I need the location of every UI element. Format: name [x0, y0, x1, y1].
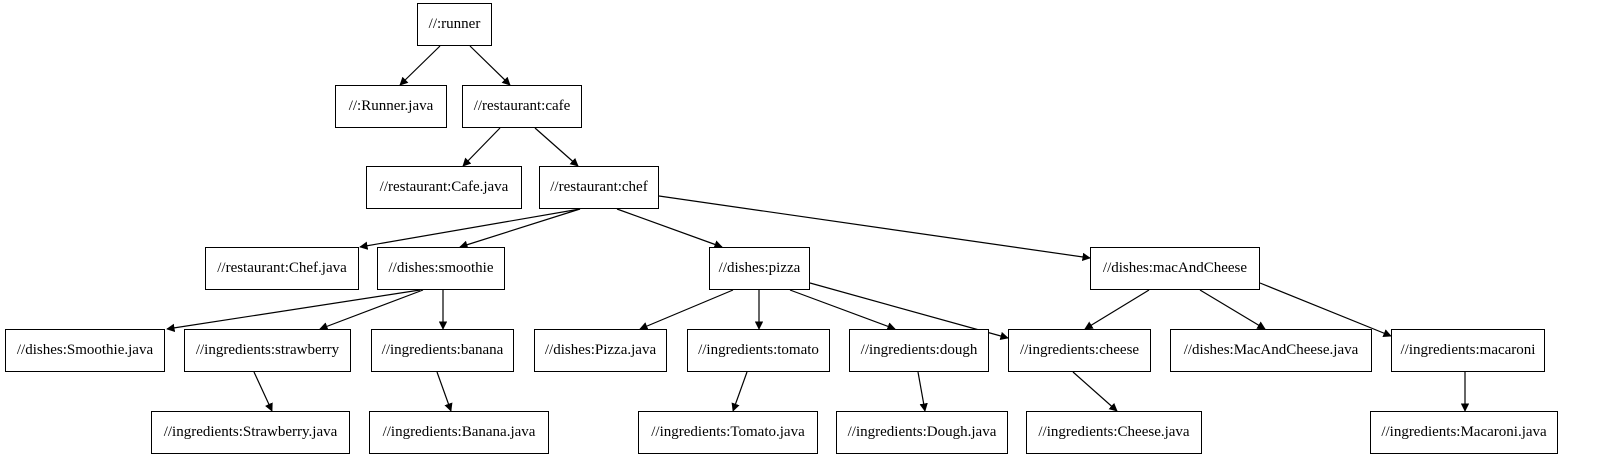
graph-node-label: //ingredients:banana [381, 342, 504, 358]
graph-node-dishes_pizza[interactable]: //dishes:pizza [709, 247, 810, 290]
graph-node-label: //restaurant:chef [550, 179, 648, 195]
graph-edge-ing_strawberry-to-ing_strawberry_java [253, 371, 273, 412]
graph-edge-dishes_pizza-to-dishes_pizza_java [639, 289, 734, 330]
graph-node-label: //dishes:pizza [718, 260, 801, 276]
graph-edge-restaurant_chef-to-dishes_pizza [616, 208, 723, 249]
graph-edge-dishes_pizza-to-ing_dough [789, 289, 896, 331]
graph-edge-restaurant_cafe-to-restaurant_chef [534, 127, 579, 167]
graph-node-restaurant_chef_java[interactable]: //restaurant:Chef.java [205, 247, 359, 290]
graph-node-label: //:Runner.java [348, 98, 434, 114]
graph-node-label: //dishes:Pizza.java [544, 342, 657, 358]
graph-node-label: //ingredients:Dough.java [847, 424, 997, 440]
graph-node-label: //dishes:Smoothie.java [16, 342, 154, 358]
graph-node-ing_macaroni_java[interactable]: //ingredients:Macaroni.java [1370, 411, 1558, 454]
graph-node-ing_strawberry_java[interactable]: //ingredients:Strawberry.java [151, 411, 350, 454]
graph-edge-ing_banana-to-ing_banana_java [436, 371, 453, 412]
graph-node-restaurant_cafe[interactable]: //restaurant:cafe [462, 85, 582, 128]
graph-node-label: //:runner [428, 16, 481, 32]
graph-edge-ing_cheese-to-ing_cheese_java [1072, 371, 1118, 412]
graph-node-label: //dishes:MacAndCheese.java [1183, 342, 1359, 358]
graph-node-label: //restaurant:Chef.java [217, 260, 347, 276]
graph-node-dishes_macandcheese[interactable]: //dishes:macAndCheese [1090, 247, 1260, 290]
graph-node-label: //ingredients:dough [860, 342, 978, 358]
graph-node-label: //ingredients:strawberry [195, 342, 340, 358]
graph-node-ing_dough[interactable]: //ingredients:dough [849, 329, 989, 372]
graph-node-label: //ingredients:Macaroni.java [1381, 424, 1547, 440]
graph-edge-runner-to-runner_java [399, 45, 441, 86]
graph-node-label: //ingredients:cheese [1019, 342, 1140, 358]
graph-node-ing_tomato_java[interactable]: //ingredients:Tomato.java [638, 411, 818, 454]
graph-node-label: //dishes:smoothie [388, 260, 494, 276]
graph-node-label: //ingredients:Strawberry.java [163, 424, 338, 440]
graph-node-label: //ingredients:macaroni [1400, 342, 1536, 358]
graph-edge-dishes_macandcheese-to-ing_cheese [1084, 289, 1150, 330]
graph-node-ing_strawberry[interactable]: //ingredients:strawberry [184, 329, 351, 372]
graph-node-dishes_mac_java[interactable]: //dishes:MacAndCheese.java [1170, 329, 1372, 372]
graph-node-label: //ingredients:Banana.java [382, 424, 536, 440]
graph-edge-runner-to-restaurant_cafe [469, 45, 511, 86]
graph-node-label: //ingredients:Tomato.java [651, 424, 805, 440]
graph-node-dishes_smoothie_java[interactable]: //dishes:Smoothie.java [5, 329, 165, 372]
graph-node-ing_cheese[interactable]: //ingredients:cheese [1008, 329, 1151, 372]
graph-node-ing_tomato[interactable]: //ingredients:tomato [687, 329, 830, 372]
graph-node-ing_banana[interactable]: //ingredients:banana [371, 329, 514, 372]
graph-node-ing_banana_java[interactable]: //ingredients:Banana.java [369, 411, 549, 454]
graph-node-label: //ingredients:tomato [698, 342, 819, 358]
graph-edge-ing_dough-to-ing_dough_java [917, 371, 928, 412]
graph-node-ing_dough_java[interactable]: //ingredients:Dough.java [836, 411, 1008, 454]
graph-node-restaurant_cafe_java[interactable]: //restaurant:Cafe.java [366, 166, 522, 209]
graph-edge-restaurant_chef-to-dishes_smoothie [459, 208, 581, 249]
graph-edge-dishes_smoothie-to-dishes_smoothie_java [166, 289, 421, 332]
graph-edge-restaurant_cafe-to-restaurant_cafe_java [462, 127, 501, 167]
graph-edge-dishes_macandcheese-to-dishes_mac_java [1199, 289, 1266, 330]
graph-node-dishes_pizza_java[interactable]: //dishes:Pizza.java [534, 329, 667, 372]
graph-node-label: //ingredients:Cheese.java [1038, 424, 1190, 440]
graph-node-label: //dishes:macAndCheese [1102, 260, 1248, 276]
graph-edge-restaurant_chef-to-restaurant_chef_java [359, 208, 581, 250]
graph-node-ing_macaroni[interactable]: //ingredients:macaroni [1391, 329, 1545, 372]
graph-node-restaurant_chef[interactable]: //restaurant:chef [539, 166, 659, 209]
graph-edge-dishes_smoothie-to-ing_strawberry [319, 289, 424, 331]
graph-node-runner[interactable]: //:runner [417, 3, 492, 46]
graph-node-label: //restaurant:Cafe.java [379, 179, 509, 195]
graph-node-runner_java[interactable]: //:Runner.java [335, 85, 447, 128]
graph-node-ing_cheese_java[interactable]: //ingredients:Cheese.java [1026, 411, 1202, 454]
graph-edge-ing_tomato-to-ing_tomato_java [731, 371, 748, 412]
graph-node-dishes_smoothie[interactable]: //dishes:smoothie [377, 247, 505, 290]
graph-node-label: //restaurant:cafe [473, 98, 571, 114]
